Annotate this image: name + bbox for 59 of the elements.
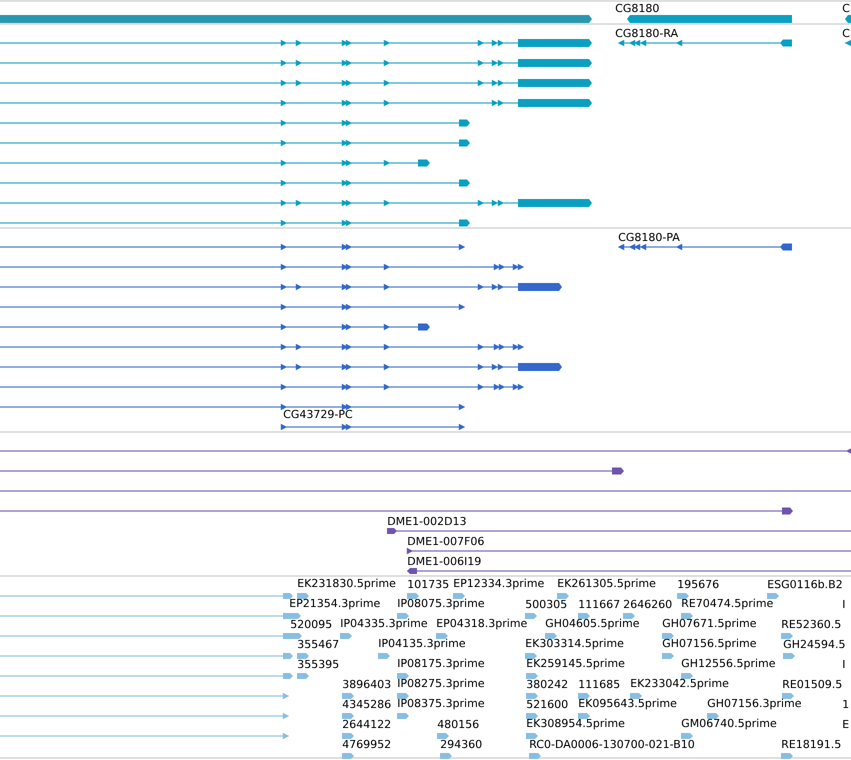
track-label: CG8180-RA (616, 28, 678, 38)
track-label: GH07671.5prime (662, 618, 756, 630)
track-label: IP04135.3prime (379, 638, 466, 650)
track-label: 480156 (438, 720, 478, 728)
track-label: 111685 (579, 680, 620, 688)
track-label: GM06740.5prime (682, 718, 776, 730)
track-label: I (843, 600, 844, 608)
track-label: I (843, 660, 844, 668)
track-label: ESG0116b.B2 (768, 580, 842, 588)
track-label: CG43729-PC (284, 410, 352, 418)
track-label: EK231830.5prime (298, 578, 396, 590)
track-label: 3896403 (343, 680, 390, 688)
track-label: C (842, 4, 850, 12)
track-label: 355395 (298, 660, 338, 668)
track-label: DME1-006I19 (408, 556, 481, 566)
track-label: DME1-002D13 (388, 516, 466, 526)
track-label: IP08175.3prime (398, 658, 484, 670)
track-label: GH12556.5prime (682, 658, 775, 670)
track-label: EK233042.5prime (631, 678, 728, 690)
track-label: EK095643.5prime (579, 698, 676, 710)
track-label: 500305 (526, 600, 566, 608)
track-label: C (842, 28, 850, 38)
track-label: GH04605.5prime (546, 618, 639, 630)
track-label: GH24594.5 (784, 640, 845, 648)
track-label: RE70474.5prime (682, 598, 773, 610)
track-label: EK303314.5prime (526, 638, 624, 650)
track-label: 101735 (408, 580, 448, 588)
track-label: 294360 (441, 740, 482, 748)
track-label: RC0-DA0006-130700-021-B10 (530, 740, 694, 748)
track-label: 1 (843, 700, 848, 708)
track-label: EK308954.5prime (527, 718, 624, 730)
track-label: EP12334.3prime (454, 578, 544, 590)
track-label: 111667 (579, 600, 620, 608)
track-label: IP08275.3prime (398, 678, 484, 690)
track-label: EK261305.5prime (558, 578, 656, 590)
track-label: 520095 (291, 620, 332, 628)
track-label: 2646260 (624, 600, 672, 608)
track-label: 4769952 (342, 740, 390, 748)
track-label: RE52360.5 (782, 620, 840, 628)
track-label: 2644122 (343, 720, 390, 728)
track-label: 195676 (678, 580, 718, 588)
track-label: CG8180-PA (618, 232, 680, 242)
track-label: GH07156.3prime (708, 698, 801, 710)
track-label: IP08075.3prime (398, 598, 484, 610)
track-label: 521600 (527, 700, 568, 708)
track-label: EK259145.5prime (527, 658, 624, 670)
track-label: IP04335.3prime (341, 618, 428, 630)
track-label: 355467 (298, 640, 338, 648)
track-label: EP04318.3prime (437, 618, 527, 630)
track-label: GH07156.5prime (662, 638, 756, 650)
track-label: 380242 (527, 680, 568, 688)
track-label: CG8180 (616, 4, 659, 12)
track-label: DME1-007F06 (408, 536, 484, 546)
track-label: RE18191.5 (782, 740, 840, 748)
track-label: RE01509.5 (783, 680, 842, 688)
track-label: EP21354.3prime (290, 598, 380, 610)
track-label: IP08375.3prime (398, 698, 484, 710)
track-label: E (843, 720, 848, 728)
track-label: 4345286 (342, 700, 390, 708)
